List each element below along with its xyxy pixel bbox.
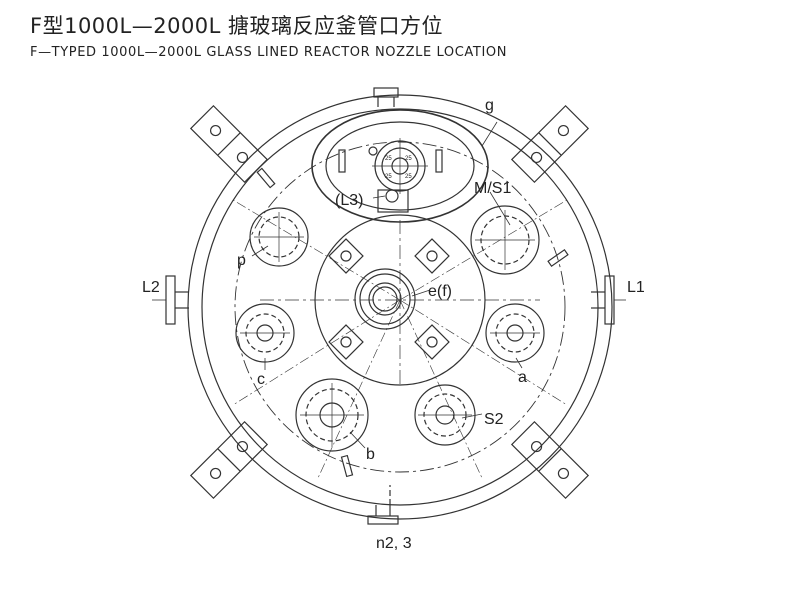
- label-ms1: M/S1: [474, 180, 511, 197]
- leader-l3: [372, 195, 386, 199]
- manway-mark-1: 25: [385, 156, 392, 162]
- label-s2: S2: [484, 411, 504, 428]
- label-ef: e(f): [428, 283, 452, 300]
- leader-b: [349, 431, 366, 449]
- leader-p: [251, 245, 269, 257]
- label-b: b: [366, 446, 375, 463]
- vessel-inner-rim: [201, 108, 599, 506]
- nozzle-a: [485, 303, 545, 363]
- small-nozzle-bottom-left: [328, 324, 364, 360]
- leader-a: [515, 357, 523, 369]
- manway-mark-3: 25: [385, 174, 392, 180]
- nozzle-c: [235, 303, 295, 363]
- small-nozzle-bottom-right: [414, 324, 450, 360]
- support-lug-top-right: [510, 104, 590, 184]
- label-g: g: [485, 97, 494, 114]
- label-p: p: [237, 252, 246, 269]
- label-c: c: [257, 371, 265, 388]
- label-l3: (L3): [335, 192, 363, 209]
- support-lug-bottom-right: [510, 420, 590, 500]
- manway-mark-2: 25: [405, 156, 412, 162]
- label-l2: L2: [142, 279, 160, 296]
- bottom-lug: [367, 485, 399, 525]
- nozzle-p: [249, 207, 309, 267]
- nozzle-s2: [414, 384, 476, 446]
- leader-g: [481, 121, 498, 147]
- nozzle-l1-flange: [591, 275, 626, 325]
- support-lug-top-left: [189, 104, 269, 184]
- sleeve-top-left: [256, 167, 276, 189]
- label-l1: L1: [627, 279, 645, 296]
- vessel-outer-rim: [187, 94, 613, 520]
- sleeve-right: [547, 248, 569, 268]
- sleeve-bottom: [340, 454, 354, 478]
- small-nozzle-top-left: [328, 238, 364, 274]
- nozzle-ef: [354, 268, 416, 330]
- support-lug-bottom-left: [189, 420, 269, 500]
- leader-ef: [411, 289, 431, 297]
- diagram-title: F型1000L—2000L 搪玻璃反应釜管口方位: [30, 14, 444, 38]
- manway-marks: 25 25 25 25: [385, 156, 412, 180]
- leader-ms1: [489, 191, 511, 226]
- label-n23: n2, 3: [376, 535, 412, 552]
- top-lug: [373, 87, 399, 107]
- label-a: a: [518, 369, 527, 386]
- diagram-subtitle: F—TYPED 1000L—2000L GLASS LINED REACTOR …: [30, 45, 508, 60]
- nozzle-b: [295, 378, 369, 452]
- nozzle-l2-flange: [152, 275, 189, 325]
- manway: [311, 109, 489, 223]
- small-nozzle-top-right: [414, 238, 450, 274]
- leader-s2: [461, 413, 483, 419]
- manway-mark-4: 25: [405, 174, 412, 180]
